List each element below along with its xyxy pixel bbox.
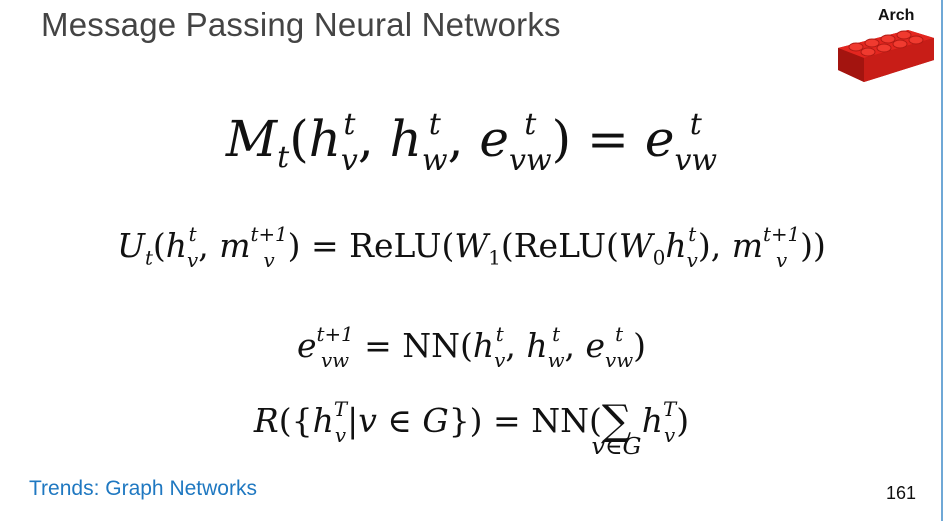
footer-section-label: Trends: Graph Networks bbox=[29, 477, 257, 500]
lego-brick-icon bbox=[838, 30, 934, 82]
slide-border bbox=[941, 0, 943, 521]
slide-title: Message Passing Neural Networks bbox=[41, 6, 561, 43]
summation-symbol: ∑v∈G bbox=[591, 396, 642, 461]
page-number: 161 bbox=[886, 483, 917, 503]
badge-label: Arch bbox=[878, 7, 915, 24]
